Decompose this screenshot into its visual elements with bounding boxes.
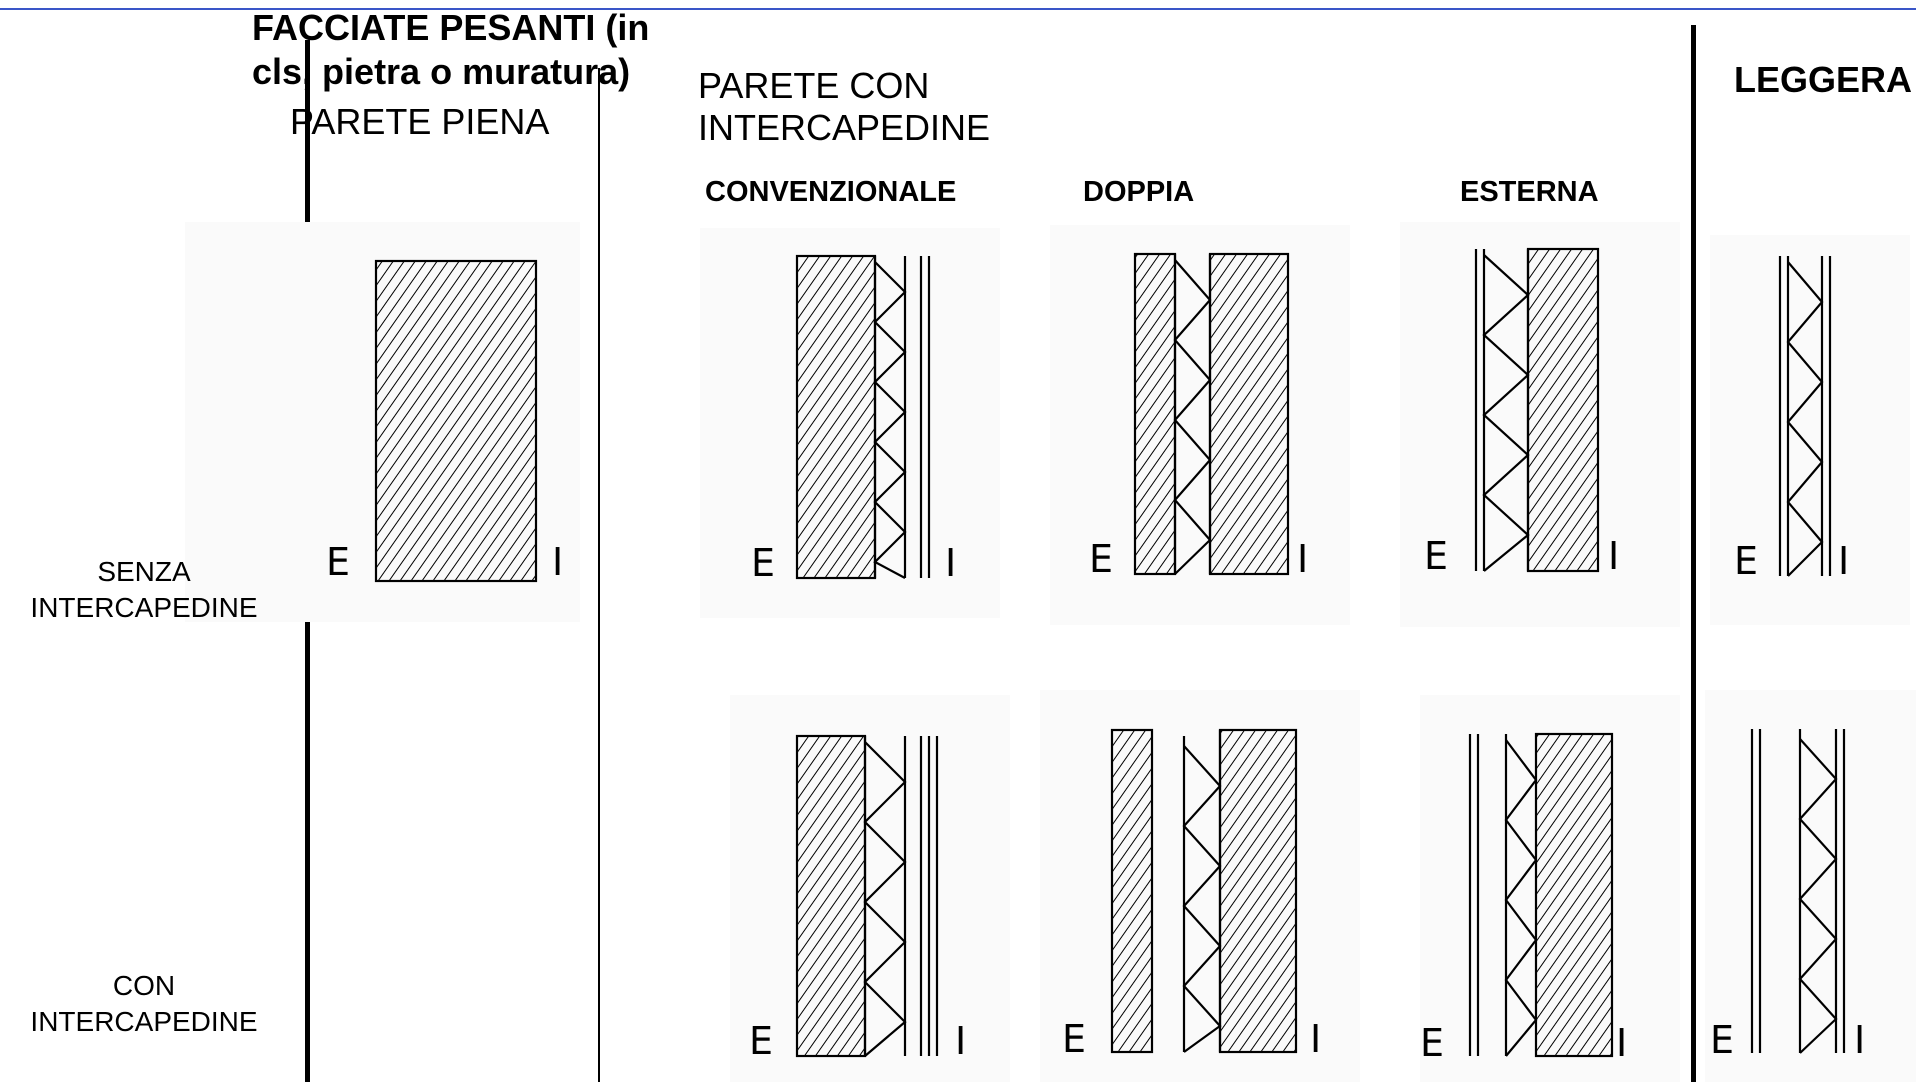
sketch-external-with-cavity: E I [1420, 732, 1627, 1065]
solid-wall-heading: PARETE PIENA [290, 101, 550, 142]
row-label-with-cavity-line1: CON [112, 970, 176, 1001]
sketch-light-with-cavity: E I [1710, 729, 1865, 1062]
row-label-with-cavity-line2: INTERCAPEDINE [30, 1006, 258, 1037]
row-label-without-cavity-line2: INTERCAPEDINE [30, 592, 258, 623]
exterior-label: E [1062, 1017, 1086, 1061]
exterior-label: E [1420, 1021, 1444, 1065]
heavy-facades-title-line1: FACCIATE PESANTI (in [252, 7, 650, 48]
sketch-solid-wall: E I [326, 259, 563, 584]
interior-label: I [955, 1019, 966, 1063]
interior-label: I [552, 540, 563, 584]
top-rule [0, 8, 1916, 10]
interior-label: I [1838, 539, 1849, 583]
interior-label: I [1616, 1021, 1627, 1065]
sketch-double-with-cavity: E I [1062, 728, 1321, 1061]
exterior-label: E [1424, 534, 1448, 578]
interior-label: I [945, 541, 956, 585]
sketch-light-without-cavity: E I [1734, 256, 1849, 583]
row-label-without-cavity: SENZA INTERCAPEDINE [8, 554, 280, 626]
sketch-double-without-cavity: E I [1089, 252, 1308, 581]
row-label-with-cavity: CON INTERCAPEDINE [8, 968, 280, 1040]
sketch-card-double-top [1050, 225, 1350, 625]
sketch-card-conv-bottom [730, 695, 1010, 1082]
sketch-external-without-cavity: E I [1424, 247, 1619, 578]
exterior-label: E [326, 540, 350, 584]
exterior-label: E [1089, 537, 1113, 581]
cavity-wall-heading-line1: PARETE CON [698, 65, 930, 106]
divider-right [1691, 25, 1696, 1082]
subheading-conventional: CONVENZIONALE [705, 176, 957, 208]
subheading-double: DOPPIA [1083, 176, 1195, 208]
cavity-wall-heading-line2: INTERCAPEDINE [698, 107, 991, 148]
exterior-label: E [751, 541, 775, 585]
sketch-card-light-top [1710, 235, 1910, 625]
row-label-without-cavity-line1: SENZA [97, 556, 191, 587]
divider-middle [598, 68, 600, 1082]
heavy-facades-title-line2: cls, pietra o muratura) [252, 51, 631, 92]
sketch-card-double-bottom [1040, 690, 1360, 1082]
light-facades-heading: LEGGERA [1734, 59, 1913, 100]
exterior-label: E [1710, 1018, 1734, 1062]
exterior-label: E [749, 1019, 773, 1063]
sketch-conventional-with-cavity: E I [749, 734, 966, 1063]
sketch-conventional-without-cavity: E I [751, 254, 956, 585]
interior-label: I [1310, 1017, 1321, 1061]
subheading-external: ESTERNA [1460, 176, 1599, 208]
interior-label: I [1297, 537, 1308, 581]
interior-label: I [1854, 1018, 1865, 1062]
exterior-label: E [1734, 539, 1758, 583]
interior-label: I [1608, 534, 1619, 578]
